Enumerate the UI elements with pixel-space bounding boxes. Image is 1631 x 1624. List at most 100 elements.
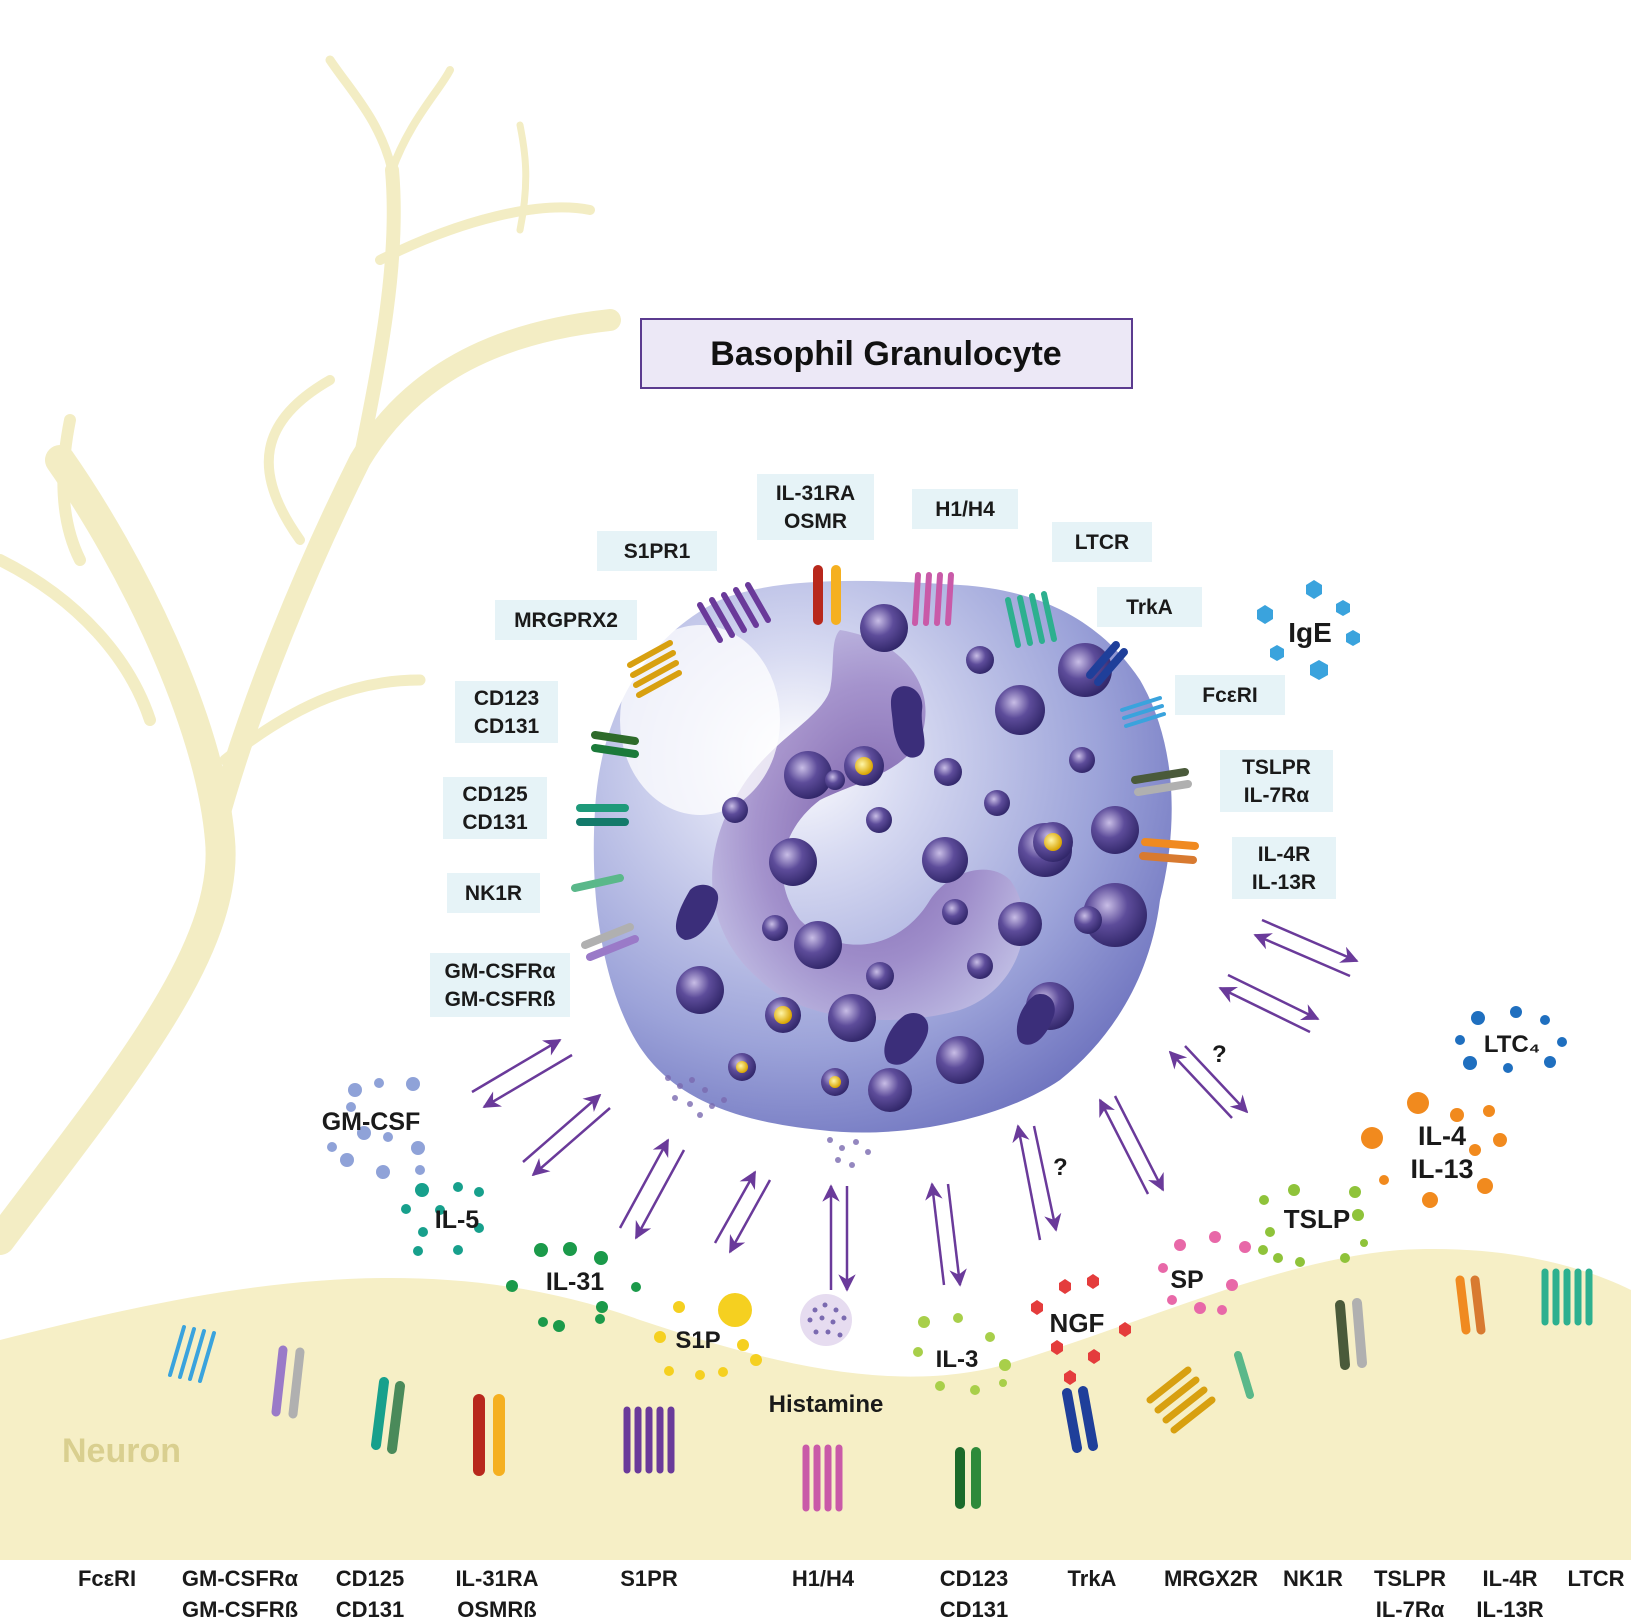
title-box (640, 318, 1133, 389)
ige-particles (1257, 580, 1360, 680)
label-box (1052, 522, 1152, 562)
basophil-receptor-text: IL-7Rα (1244, 784, 1310, 807)
ngf-particles (1031, 1274, 1131, 1385)
cd123-receptor-glyph (591, 731, 639, 758)
gmcsfr-receptor-glyph (581, 923, 639, 961)
neuron-receptor-label-il4r: IL-13R (1476, 1597, 1543, 1622)
basophil-receptor-text: GM-CSFRα (445, 960, 556, 983)
neuron-cd123-glyph (955, 1447, 981, 1509)
mediator-label-il4: IL-13 (1410, 1154, 1473, 1184)
neuron-body (0, 1249, 1631, 1560)
basophil-receptor-label-nk1r: NK1R (447, 873, 540, 913)
il31ra-receptor-glyph (813, 565, 841, 625)
gold-granules (728, 746, 1073, 1096)
label-box (1220, 750, 1333, 812)
label-box (912, 489, 1018, 529)
dark-granules (675, 686, 1055, 1065)
h1h4-receptor-glyph (912, 572, 954, 626)
fceri-receptor-glyph (1120, 696, 1166, 728)
neuron-mrgx2r-glyph (1146, 1366, 1216, 1434)
neuron-receptor-label-fceri: FcεRI (78, 1566, 136, 1591)
basophil-receptor-text: IL-13R (1252, 871, 1316, 894)
tslp-particles (1258, 1184, 1368, 1267)
mediator-label-ngf: NGF (1050, 1308, 1105, 1338)
nk1r-receptor-glyph (571, 874, 624, 892)
gmcsf-particles (327, 1077, 425, 1179)
basophil-receptor-text: GM-CSFRß (445, 988, 556, 1011)
neuron-label: Neuron (62, 1432, 181, 1470)
ltcr-receptor-glyph (1005, 591, 1057, 648)
sp-particles (1158, 1231, 1251, 1315)
tslpr-receptor-glyph (1131, 768, 1192, 796)
il3-particles (913, 1313, 1011, 1395)
basophil-receptor-text: CD125 (462, 783, 528, 806)
mediator-particles (327, 580, 1567, 1395)
neuron-receptor-label-s1pr: S1PR (620, 1566, 678, 1591)
basophil-receptor-text: MRGPRX2 (514, 609, 618, 632)
mediator-label-il5: IL-5 (435, 1206, 480, 1234)
neuron-il4r-glyph (1455, 1275, 1486, 1335)
neuron-il31ra-glyph (473, 1394, 505, 1476)
neuron-cd125-glyph (371, 1377, 405, 1454)
basophil-receptor-text: CD131 (462, 811, 528, 834)
neuron-receptor-glyphs (168, 1268, 1593, 1512)
neuron-receptor-label-il4r: IL-4R (1483, 1566, 1538, 1591)
mediator-label-ltc4: LTC₄ (1484, 1031, 1540, 1058)
neuron-receptor-label-mrgx2r: MRGX2R (1164, 1566, 1258, 1591)
basophil-receptor-text: CD131 (474, 715, 540, 738)
il4r-receptor-glyph (1139, 838, 1199, 864)
il5-particles (401, 1182, 484, 1256)
neuron-receptor-label-ltcr: LTCR (1567, 1566, 1624, 1591)
cd125-receptor-glyph (576, 804, 629, 826)
basophil-receptor-text: TSLPR (1242, 756, 1311, 779)
neuron-fceri-glyph (168, 1325, 216, 1383)
basophil-receptor-text: H1/H4 (935, 498, 995, 521)
label-box (495, 600, 637, 640)
mediator-label-tslp: TSLP (1284, 1204, 1350, 1234)
mediator-label-il3: IL-3 (936, 1346, 979, 1373)
neuron-tslpr-glyph (1335, 1298, 1367, 1370)
ltc4-particles (1455, 1006, 1567, 1073)
basophil-receptor-label-h1h4: H1/H4 (912, 489, 1018, 529)
basophil-receptor-label-tslpr: TSLPR IL-7Rα (1220, 750, 1333, 812)
neuron-h1h4-glyph (802, 1444, 843, 1512)
basophil-receptor-text: NK1R (465, 882, 522, 905)
basophil-receptor-labels: S1PR1IL-31RAOSMRH1/H4LTCRTrkAMRGPRX2FcεR… (430, 474, 1336, 1017)
neuron-receptor-label-tslpr: TSLPR (1374, 1566, 1446, 1591)
basophil-receptor-label-s1pr1: S1PR1 (597, 531, 717, 571)
basophil-receptor-text: IL-31RA (776, 482, 855, 505)
label-box (1232, 837, 1336, 899)
degranulation-dots (665, 1075, 871, 1168)
basophil-receptor-text: CD123 (474, 687, 539, 710)
neuron-receptor-label-cd123: CD131 (940, 1597, 1008, 1622)
mediator-labels: IgELTC₄IL-4IL-13TSLPSPNGFIL-3HistamineS1… (322, 617, 1540, 1418)
interaction-arrows (471, 918, 1359, 1292)
s1pr1-receptor-glyph (697, 582, 771, 643)
mediator-label-ige: IgE (1288, 617, 1332, 648)
mediator-label-il4: IL-4 (1418, 1121, 1466, 1151)
il4-particles (1361, 1092, 1507, 1208)
basophil-receptor-label-mrgprx2: MRGPRX2 (495, 600, 637, 640)
neuron-s1pr-glyph (623, 1406, 675, 1474)
basophil-receptor-label-fceri: FcεRI (1175, 675, 1285, 715)
basophil-cell (593, 580, 1172, 1168)
neuron-receptor-label-nk1r: NK1R (1283, 1566, 1343, 1591)
neuron-receptor-label-il31ra: OSMRß (457, 1597, 536, 1622)
label-box (443, 777, 547, 839)
s1p-particles (654, 1293, 762, 1380)
neuron-receptor-label-trka: TrkA (1068, 1566, 1117, 1591)
label-box (447, 873, 540, 913)
basophil-receptor-label-trka: TrkA (1097, 587, 1202, 627)
mediator-label-gmcsf: GM-CSF (322, 1108, 421, 1136)
basophil-receptor-text: FcεRI (1202, 684, 1257, 707)
question-mark-1: ? (1212, 1041, 1227, 1068)
label-box (455, 681, 558, 743)
neuron-receptor-label-cd125: CD125 (336, 1566, 404, 1591)
label-box (1097, 587, 1202, 627)
mediator-label-s1p: S1P (675, 1327, 720, 1354)
